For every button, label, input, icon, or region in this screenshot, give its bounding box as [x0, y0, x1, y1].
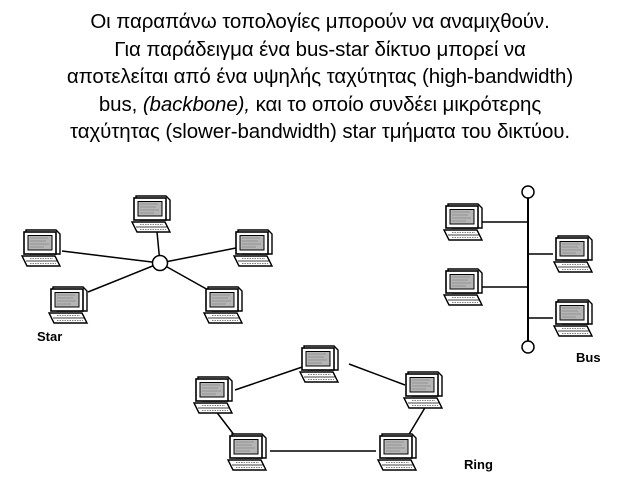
- star-link: [159, 262, 211, 292]
- bus-topology: Bus: [443, 185, 601, 365]
- computer-icon: [377, 433, 417, 471]
- computer-icon: [48, 286, 88, 324]
- computer-icon: [553, 235, 593, 273]
- star-link: [61, 250, 161, 264]
- star-label: Star: [37, 329, 62, 344]
- star-link: [159, 246, 242, 264]
- ring-link: [234, 363, 312, 391]
- computer-icon: [403, 371, 443, 409]
- text-line-1: Οι παραπάνω τοπολογίες μπορούν να αναμιχ…: [90, 10, 550, 33]
- text-line-3: αποτελείται από ένα υψηλής ταχύτητας (hi…: [66, 65, 574, 88]
- description-text: Οι παραπάνω τοπολογίες μπορούν να αναμιχ…: [0, 8, 640, 146]
- bus-terminator-icon: [521, 340, 535, 354]
- text-line-4-start: bus,: [98, 92, 143, 116]
- star-topology: Star: [21, 195, 273, 344]
- text-line-4-end: και το οποίο συνδέει μικρότερης: [249, 92, 542, 116]
- text-line-4-italic: (backbone),: [142, 92, 250, 116]
- ring-topology: Ring: [193, 345, 493, 472]
- computer-icon: [299, 345, 339, 383]
- star-link: [87, 262, 161, 293]
- computer-icon: [21, 229, 61, 267]
- computer-icon: [131, 195, 171, 233]
- bus-links: [482, 221, 553, 319]
- bus-label: Bus: [576, 350, 601, 365]
- computer-icon: [203, 286, 243, 324]
- computer-icon: [553, 299, 593, 337]
- ring-link: [348, 363, 406, 386]
- computer-icon: [443, 268, 483, 306]
- text-line-5: ταχύτητας (slower-bandwidth) star τμήματ…: [70, 120, 570, 143]
- text-line-4: bus, (backbone), και το οποίο συνδέει μι…: [0, 91, 640, 119]
- computer-icon: [193, 376, 233, 414]
- text-line-2: Για παράδειγμα ένα bus-star δίκτυο μπορε…: [114, 37, 526, 61]
- star-hub-icon: [151, 254, 169, 272]
- ring-label: Ring: [464, 457, 493, 472]
- computer-icon: [233, 229, 273, 267]
- star-links: [61, 231, 242, 293]
- computer-icon: [443, 203, 483, 241]
- ring-link: [407, 405, 427, 437]
- bus-terminator-icon: [521, 185, 535, 199]
- computer-icon: [227, 433, 267, 471]
